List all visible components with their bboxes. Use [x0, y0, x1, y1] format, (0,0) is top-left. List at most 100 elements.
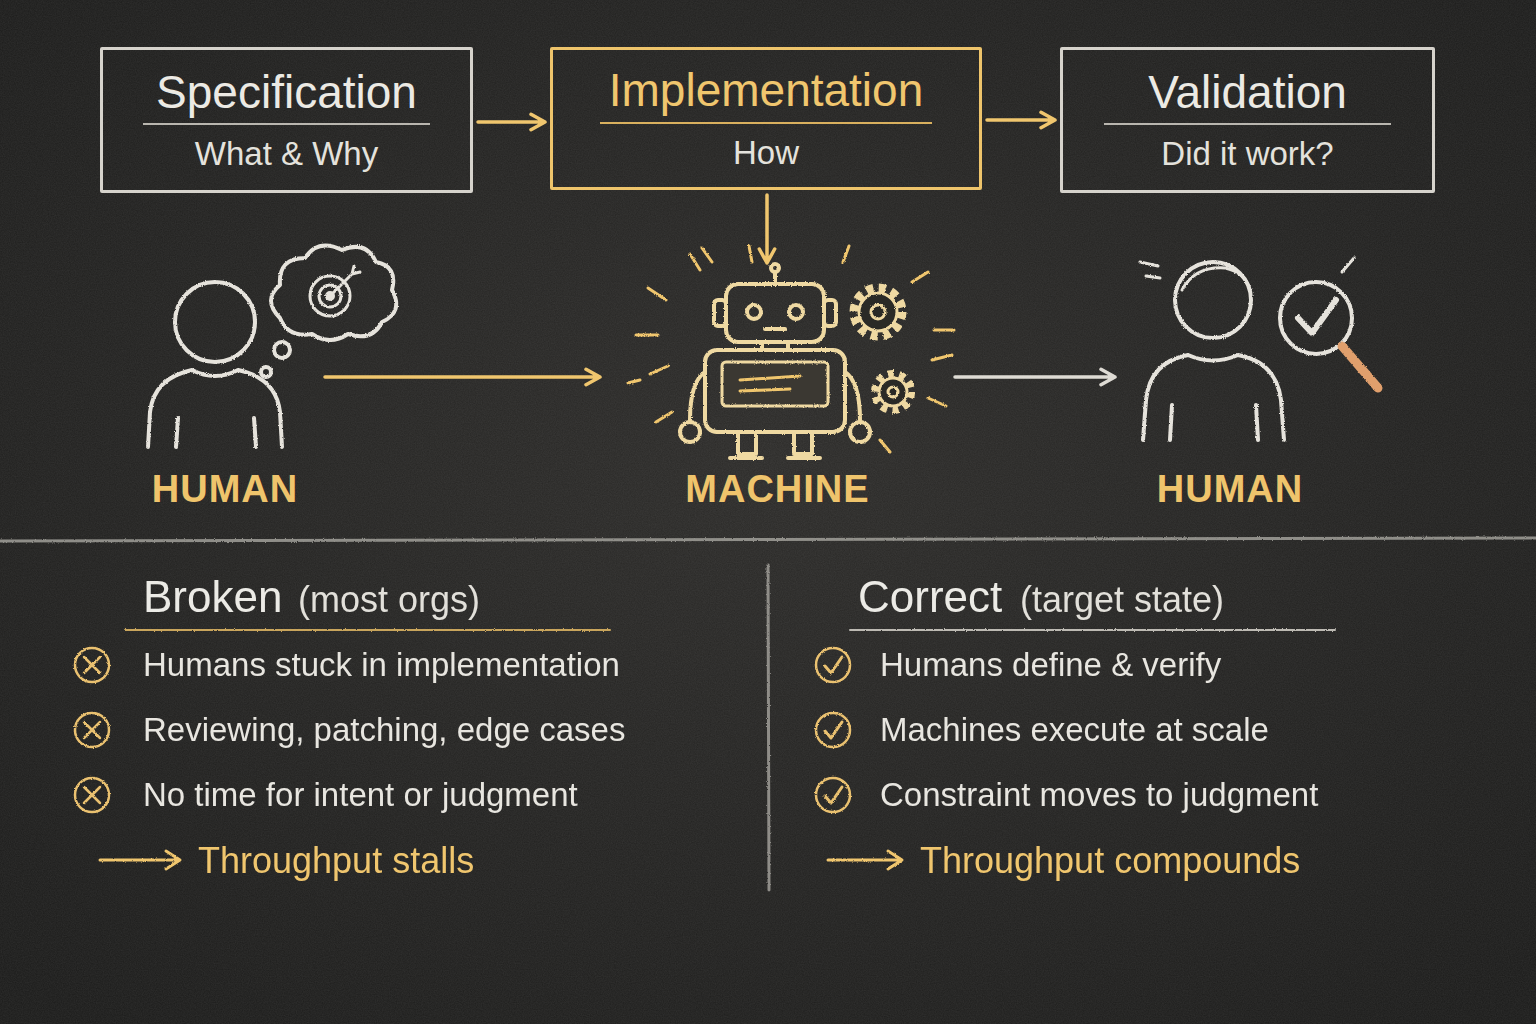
robot-ear — [824, 300, 836, 326]
flow-arrow — [987, 112, 1055, 127]
flow-arrow — [759, 195, 774, 263]
actor-label: HUMAN — [1157, 468, 1303, 512]
section-note: (target state) — [1020, 582, 1224, 618]
flow-arrow — [325, 369, 600, 384]
screen-lines — [740, 376, 800, 391]
check-bullet — [816, 648, 850, 682]
title-underline — [600, 122, 932, 124]
actor-node: HUMAN — [1120, 255, 1340, 512]
stage-subtitle: What & Why — [195, 135, 378, 173]
cross-mark — [84, 787, 100, 803]
head — [175, 282, 255, 362]
list-item: Machines execute at scale — [880, 713, 1269, 746]
robot-claw — [680, 422, 700, 442]
motion-marks — [1140, 262, 1160, 278]
check-mark — [825, 722, 842, 738]
thought-dot — [261, 367, 271, 377]
title-underline — [1104, 123, 1392, 125]
check-mark — [825, 787, 842, 803]
robot-eye — [789, 305, 803, 319]
spark-rays — [628, 246, 954, 452]
check-bullet — [816, 713, 850, 747]
cross-mark — [84, 657, 100, 673]
robot-screen — [722, 362, 828, 406]
robot — [680, 264, 911, 458]
list-item: Reviewing, patching, edge cases — [143, 713, 625, 746]
heading-underline — [850, 629, 1335, 631]
head — [1175, 262, 1251, 338]
robot-eye — [747, 305, 761, 319]
torso — [148, 370, 282, 447]
list-item: Constraint moves to judgment — [880, 778, 1318, 811]
stage-title: Validation — [1148, 67, 1347, 118]
actor-node: MACHINE — [605, 268, 950, 512]
magnifier-handle — [1342, 346, 1378, 388]
list-item: Humans stuck in implementation — [143, 648, 620, 681]
robot-leg — [738, 432, 756, 454]
flow-arrow — [955, 369, 1115, 384]
gear-body — [879, 378, 907, 406]
vertical-divider — [768, 565, 769, 890]
stage-subtitle: Did it work? — [1161, 135, 1333, 173]
bullet-icons — [75, 648, 902, 869]
stage-box: ImplementationHow — [550, 47, 982, 190]
cross-bullet — [75, 648, 109, 682]
torso — [1143, 355, 1284, 440]
arms — [1170, 405, 1258, 440]
section-heading: Broken — [143, 575, 282, 619]
motion-marks — [1342, 258, 1354, 272]
gear-teeth — [854, 288, 902, 336]
stage-title: Specification — [156, 67, 417, 118]
reviewer-figure — [1140, 258, 1378, 440]
thought-cloud — [271, 246, 396, 341]
check-mark — [1298, 300, 1336, 333]
result-arrow — [100, 851, 180, 869]
dividers — [0, 538, 1536, 890]
section-heading: Correct — [858, 575, 1002, 619]
arms — [176, 418, 256, 447]
stage-box: SpecificationWhat & Why — [100, 47, 473, 193]
heading-underline — [125, 629, 610, 631]
robot-mouth — [765, 327, 785, 331]
target-dart — [330, 266, 360, 296]
robot-body — [705, 350, 845, 432]
human-figure — [148, 246, 396, 448]
flow-arrow — [478, 114, 545, 129]
gear-hub — [888, 387, 898, 397]
stage-subtitle: How — [733, 134, 799, 172]
horizontal-divider — [0, 538, 1536, 541]
robot-arms — [690, 372, 860, 420]
actor-label: HUMAN — [152, 468, 298, 512]
robot-claw — [850, 422, 870, 442]
check-bullet — [816, 778, 850, 812]
result-arrow — [828, 851, 902, 869]
list-item: No time for intent or judgment — [143, 778, 578, 811]
robot-ear — [714, 300, 726, 326]
section-note: (most orgs) — [298, 582, 480, 618]
cross-mark — [84, 722, 100, 738]
antenna-tip — [771, 264, 779, 272]
cross-bullet — [75, 778, 109, 812]
stage-box: ValidationDid it work? — [1060, 47, 1435, 193]
gear-teeth — [875, 374, 911, 410]
check-mark — [825, 657, 842, 673]
outcome-text: Throughput compounds — [920, 843, 1300, 879]
robot-head — [726, 284, 824, 342]
outcome-text: Throughput stalls — [198, 843, 474, 879]
stage-title: Implementation — [609, 65, 924, 116]
gear-body — [859, 293, 897, 331]
gear-hub — [871, 305, 885, 319]
cross-bullet — [75, 713, 109, 747]
list-item: Humans define & verify — [880, 648, 1221, 681]
actor-label: MACHINE — [685, 468, 869, 512]
robot-feet — [730, 456, 820, 460]
thought-dot — [274, 342, 290, 358]
hair — [1182, 268, 1250, 290]
rays — [628, 246, 954, 452]
robot-leg — [794, 432, 812, 454]
title-underline — [143, 123, 429, 125]
actor-node: HUMAN — [130, 255, 320, 512]
